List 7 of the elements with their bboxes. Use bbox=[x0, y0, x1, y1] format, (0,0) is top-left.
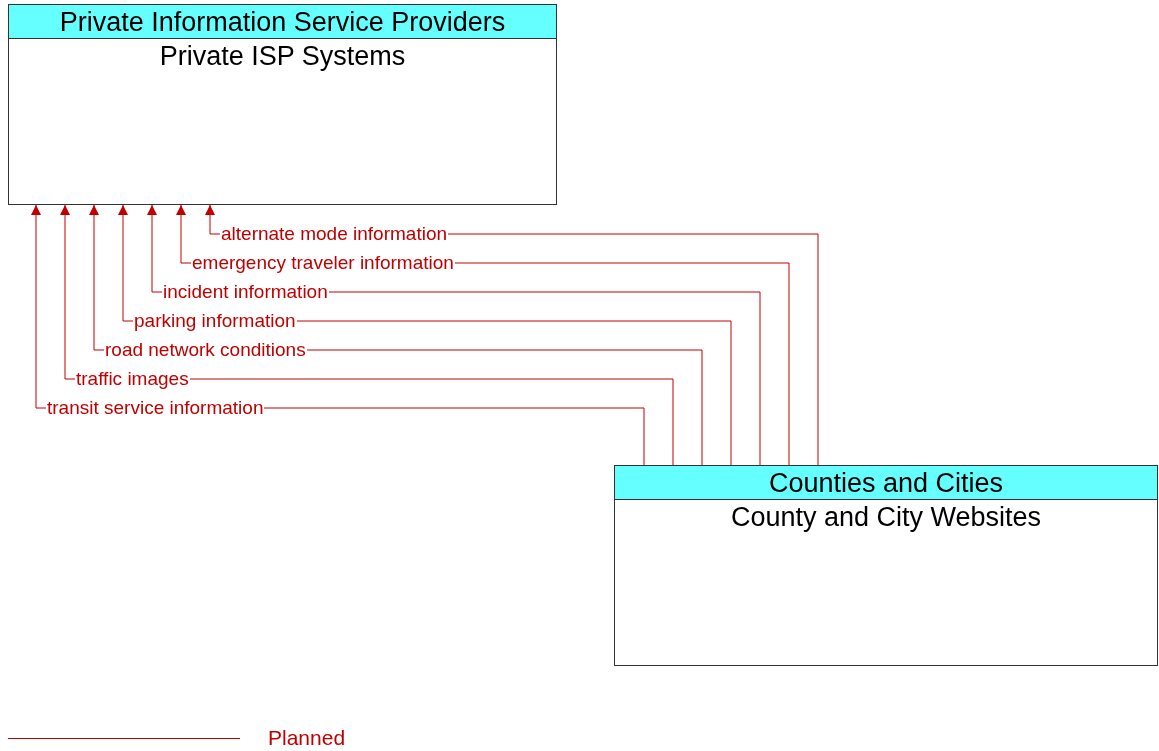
box-header: Private Information Service Providers bbox=[9, 5, 556, 39]
box-header: Counties and Cities bbox=[615, 466, 1157, 500]
system-box bbox=[614, 465, 1158, 666]
legend-label: Planned bbox=[268, 726, 346, 750]
system-box bbox=[8, 4, 557, 205]
box-title: County and City Websites bbox=[729, 501, 1043, 534]
box-title: Private ISP Systems bbox=[158, 40, 407, 73]
